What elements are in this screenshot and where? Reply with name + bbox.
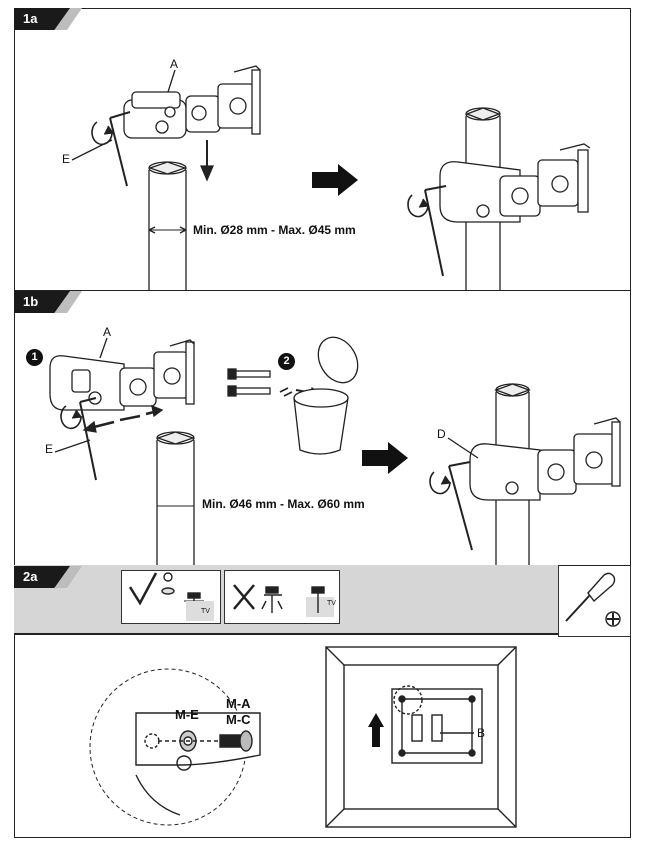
step-1b-panel: 1b [14,290,631,565]
step-tag-2a: 2a [14,566,70,588]
step-tag-1a: 1a [14,8,70,30]
label-m-a: M-A [226,696,251,711]
tv-label-cross: TV [327,600,336,607]
step-2a-illustration [89,572,621,828]
right-arrow-icon [362,442,408,474]
step-tag-1b: 1b [14,291,70,313]
cup-icon [293,336,359,455]
screwdriver-icon [565,572,616,622]
label-m-c: M-C [226,712,251,727]
label-d: D [437,427,446,441]
instruction-frame [14,8,631,838]
right-arrow-icon [312,164,358,196]
bracket-assembly-right [439,143,591,223]
bolt-pair [227,368,271,397]
bracket-assembly-left [49,339,195,411]
tv-back-drawing [325,646,517,828]
step-1a-illustration [71,65,591,290]
label-e: E [62,152,71,166]
band-bottom-line [14,633,558,635]
cross-icon [233,584,255,610]
step-1b-illustration [49,336,621,565]
pole-left [156,440,195,565]
hex-key-icon [109,111,131,187]
step-1a-panel: 1a [14,8,631,291]
up-arrow-icon [368,713,384,747]
pole-diameter-1a: Min. Ø28 mm - Max. Ø45 mm [193,223,356,237]
label-m-e: M-E [175,707,199,722]
substep-1-badge: 1 [26,349,43,366]
label-a: A [170,57,179,71]
substep-2-badge: 2 [278,353,295,370]
tv-label-check: TV [201,608,210,615]
rotate-arrow-icon [91,121,113,146]
bracket-assembly-left [123,65,261,139]
label-e: E [45,442,54,456]
bracket-assembly-right [469,417,621,501]
label-b: B [477,726,486,740]
phillips-head-icon [605,611,621,627]
label-a: A [103,325,112,339]
check-icon [128,572,158,606]
pole-diameter-1b: Min. Ø46 mm - Max. Ø60 mm [202,497,365,511]
